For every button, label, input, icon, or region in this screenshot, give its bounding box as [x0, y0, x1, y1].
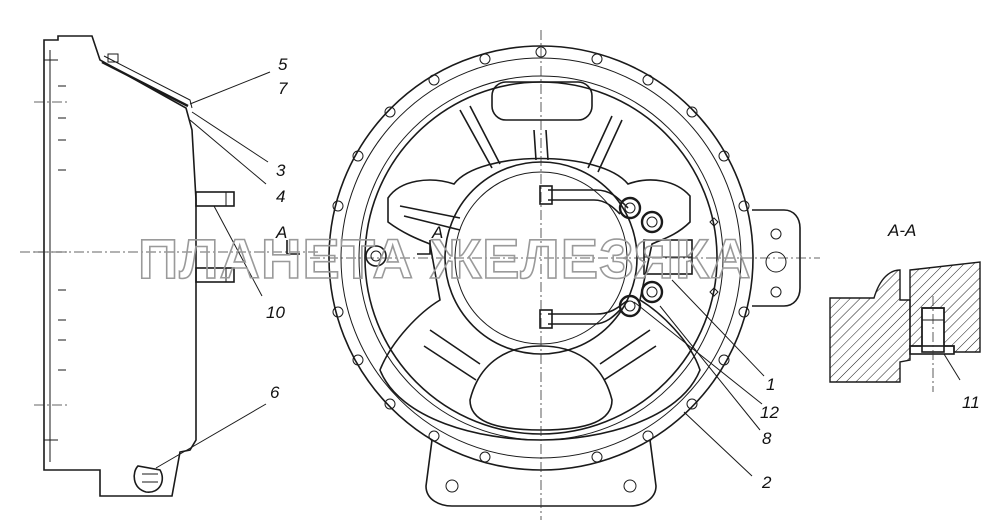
- callout-6: 6: [270, 383, 280, 402]
- front-leaders: [633, 279, 765, 477]
- callout-labels: 5 7 3 4 10 6 А А 1 12 8 2 А-А 11: [266, 55, 980, 492]
- callout-5: 5: [278, 55, 288, 74]
- front-view: [310, 30, 820, 520]
- watermark: ПЛАНЕТА ЖЕЛЕЗЯКА: [138, 227, 752, 290]
- callout-11: 11: [962, 393, 980, 412]
- callout-3: 3: [276, 161, 286, 180]
- callout-4: 4: [276, 187, 285, 206]
- side-view: [20, 35, 320, 497]
- callout-7: 7: [278, 79, 288, 98]
- section-title: А-А: [887, 221, 916, 240]
- callout-2: 2: [761, 473, 772, 492]
- section-view: [829, 261, 981, 392]
- flange-bolt-holes: [332, 46, 750, 463]
- callout-12: 12: [760, 403, 779, 422]
- callout-1: 1: [766, 375, 775, 394]
- callout-8: 8: [762, 429, 772, 448]
- section-mark-right: А: [431, 223, 443, 242]
- callout-10: 10: [266, 303, 285, 322]
- section-mark-left: А: [275, 223, 287, 242]
- side-leaders: [155, 71, 271, 469]
